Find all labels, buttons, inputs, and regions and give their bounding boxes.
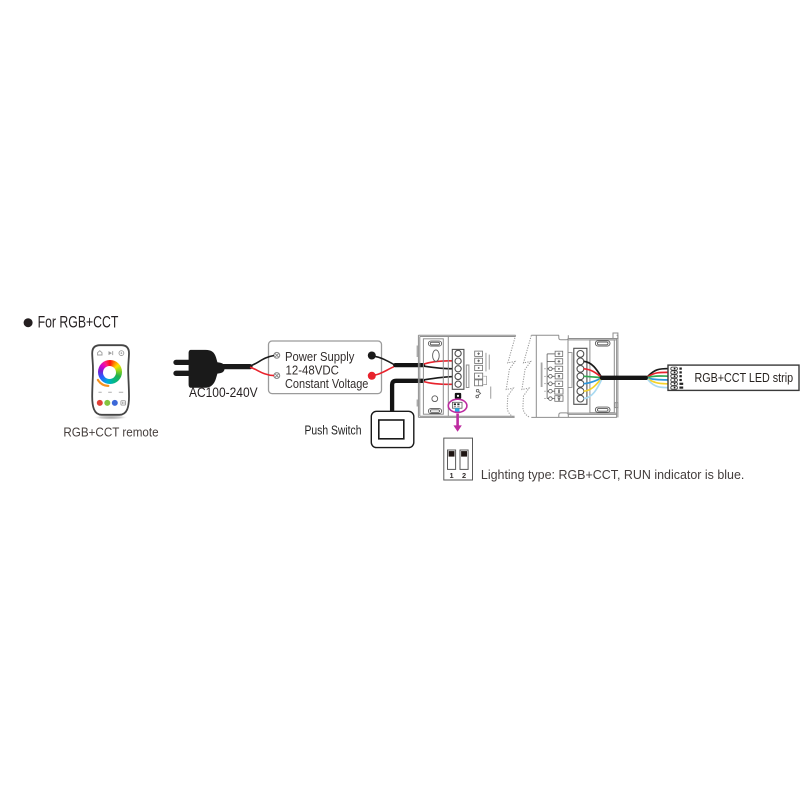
svg-text:RGB+CCT LED strip: RGB+CCT LED strip bbox=[695, 371, 794, 385]
svg-text:AC100-240V: AC100-240V bbox=[189, 385, 258, 400]
svg-text:For RGB+CCT: For RGB+CCT bbox=[38, 314, 119, 332]
svg-text:2: 2 bbox=[462, 471, 466, 480]
svg-text:RGB+CCT remote: RGB+CCT remote bbox=[63, 425, 158, 440]
svg-text:12-48VDC: 12-48VDC bbox=[286, 363, 339, 377]
svg-text:Power Supply: Power Supply bbox=[285, 350, 355, 364]
svg-text:Lighting type: RGB+CCT, RUN in: Lighting type: RGB+CCT, RUN indicator is… bbox=[481, 467, 745, 482]
svg-text:1: 1 bbox=[450, 471, 454, 480]
svg-text:Push Switch: Push Switch bbox=[305, 423, 362, 437]
svg-text:Constant Voltage: Constant Voltage bbox=[285, 377, 368, 391]
